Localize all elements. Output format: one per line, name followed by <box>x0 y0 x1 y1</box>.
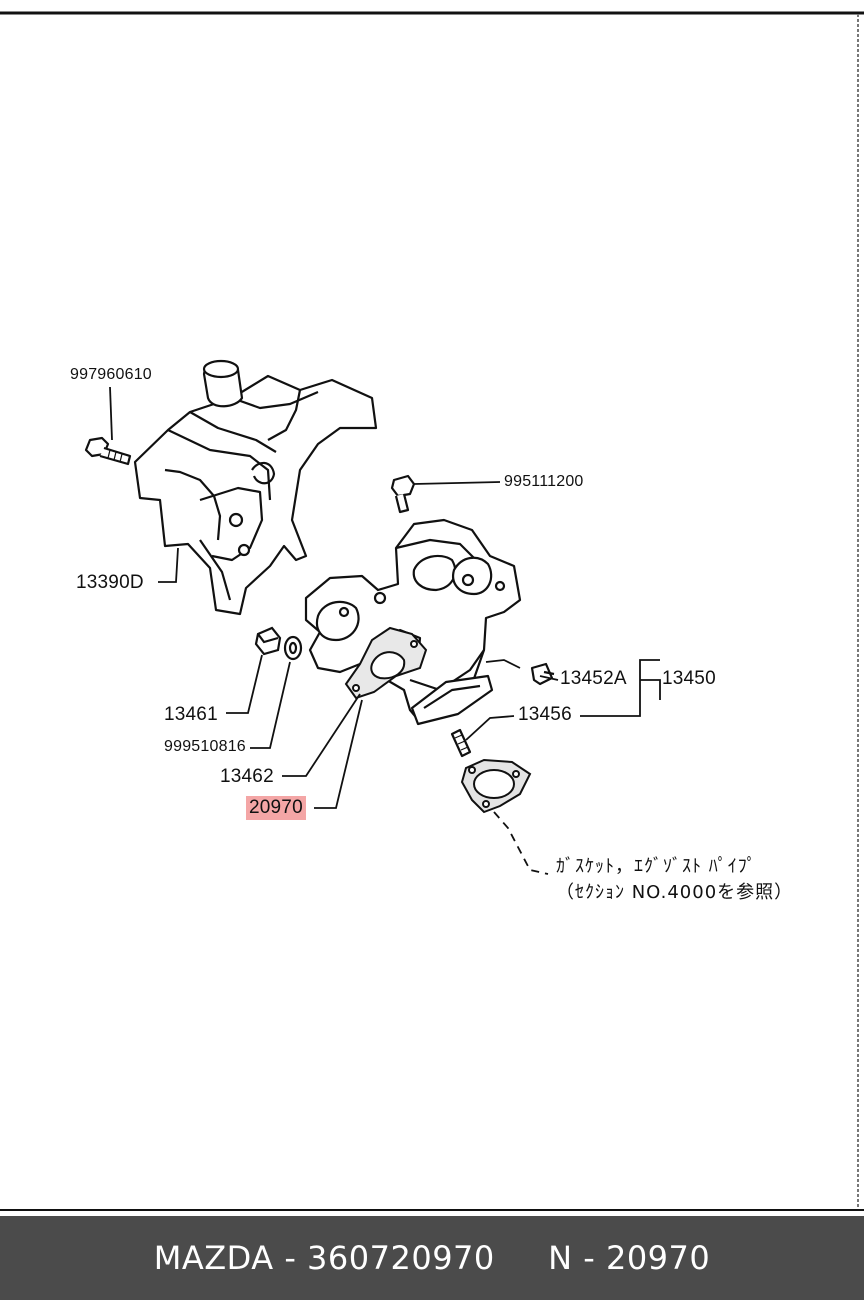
footer-part-number: MAZDA - 360720970 N - 20970 <box>153 1239 711 1277</box>
leader-lines <box>109 386 661 875</box>
heat-cover-drawing <box>84 359 378 616</box>
part-label-13462: 13462 <box>220 766 274 787</box>
part-label-13450: 13450 <box>662 668 716 689</box>
nut-and-washer-drawing <box>254 626 303 661</box>
reference-note-line1: ｶﾞｽｹｯﾄ，ｴｸﾞｿﾞｽﾄ ﾊﾟｲﾌﾟ <box>556 856 757 877</box>
reference-note-line2: （ｾｸｼｮﾝ NO.4000を参照） <box>556 882 794 903</box>
part-label-999510816: 999510816 <box>164 738 246 755</box>
part-label-13390d: 13390D <box>76 572 144 593</box>
exhaust-manifold-drawing <box>304 474 555 758</box>
parts-diagram: 997960610 13390D 13461 999510816 13462 2… <box>0 11 864 1211</box>
exhaust-pipe-gasket-drawing <box>460 758 532 814</box>
part-label-13461: 13461 <box>164 704 218 725</box>
exploded-view-drawing <box>0 11 864 1211</box>
part-label-20970-highlighted[interactable]: 20970 <box>246 796 306 820</box>
manifold-gasket-drawing <box>344 626 428 700</box>
footer-bar: MAZDA - 360720970 N - 20970 <box>0 1216 864 1300</box>
part-label-995111200: 995111200 <box>504 473 584 490</box>
part-label-13456: 13456 <box>518 704 572 725</box>
part-label-997960610: 997960610 <box>70 366 152 383</box>
part-label-13452a: 13452A <box>560 668 627 689</box>
